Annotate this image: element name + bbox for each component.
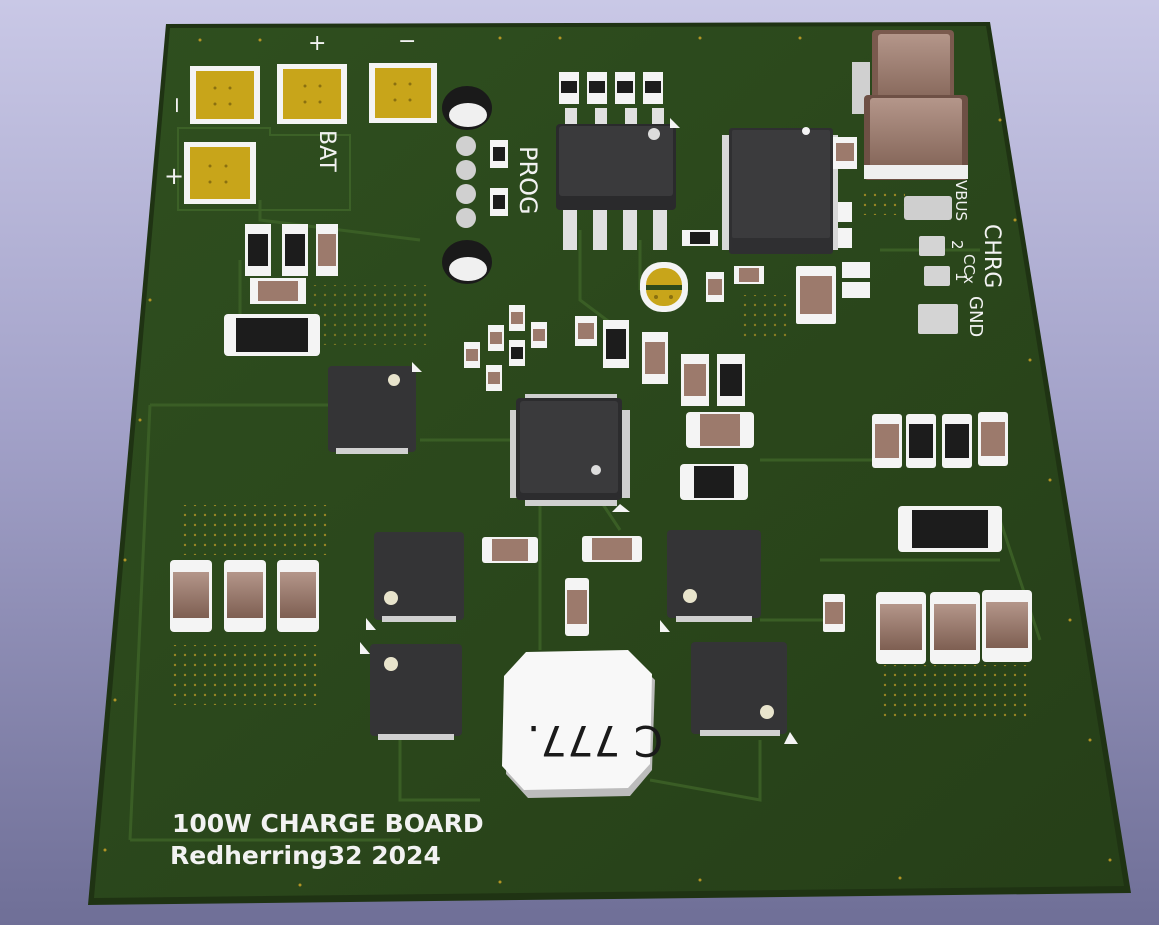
silkscreen-text: + − − + BAT PROG CHRG VBUS 2 CCx 1 GND 1… <box>164 29 1004 870</box>
mid-capacitors <box>482 536 845 636</box>
ccx-label: CCx <box>960 254 978 284</box>
input-capacitors-left <box>170 560 319 632</box>
usb-test-pads <box>904 196 958 334</box>
usb-pd-controller-chip <box>722 127 838 254</box>
power-inductor: C 777. <box>502 650 663 798</box>
cc1-label: 1 <box>952 272 970 282</box>
soic-chip-top <box>556 108 680 250</box>
bat-label: BAT <box>314 130 339 172</box>
bat-minus-top: − <box>398 29 416 54</box>
prog-label: PROG <box>514 146 542 215</box>
bat-minus-left: − <box>164 96 189 114</box>
mosfet-left <box>328 362 422 454</box>
board-title: 100W CHARGE BOARD <box>172 809 484 838</box>
gnd-label: GND <box>965 296 986 337</box>
cc2-label: 2 <box>948 240 966 250</box>
mcu-right-passives <box>680 412 754 500</box>
bulk-capacitors <box>833 30 968 180</box>
chrg-label: CHRG <box>979 224 1004 288</box>
bat-plus-top: + <box>308 31 326 56</box>
right-passives <box>872 412 1032 664</box>
board-author: Redherring32 2024 <box>170 841 441 870</box>
vbus-label: VBUS <box>952 180 970 221</box>
battery-pads <box>177 63 437 211</box>
top-resistor-array <box>559 72 663 104</box>
left-passives <box>224 224 338 356</box>
mcu-chip <box>510 394 630 512</box>
prog-header <box>442 86 508 284</box>
inductor-marking: C 777. <box>527 716 663 765</box>
mcu-support-passives <box>464 202 870 406</box>
bat-plus-left: + <box>164 162 184 190</box>
power-mosfets <box>360 530 798 744</box>
solder-jumper <box>640 262 688 312</box>
